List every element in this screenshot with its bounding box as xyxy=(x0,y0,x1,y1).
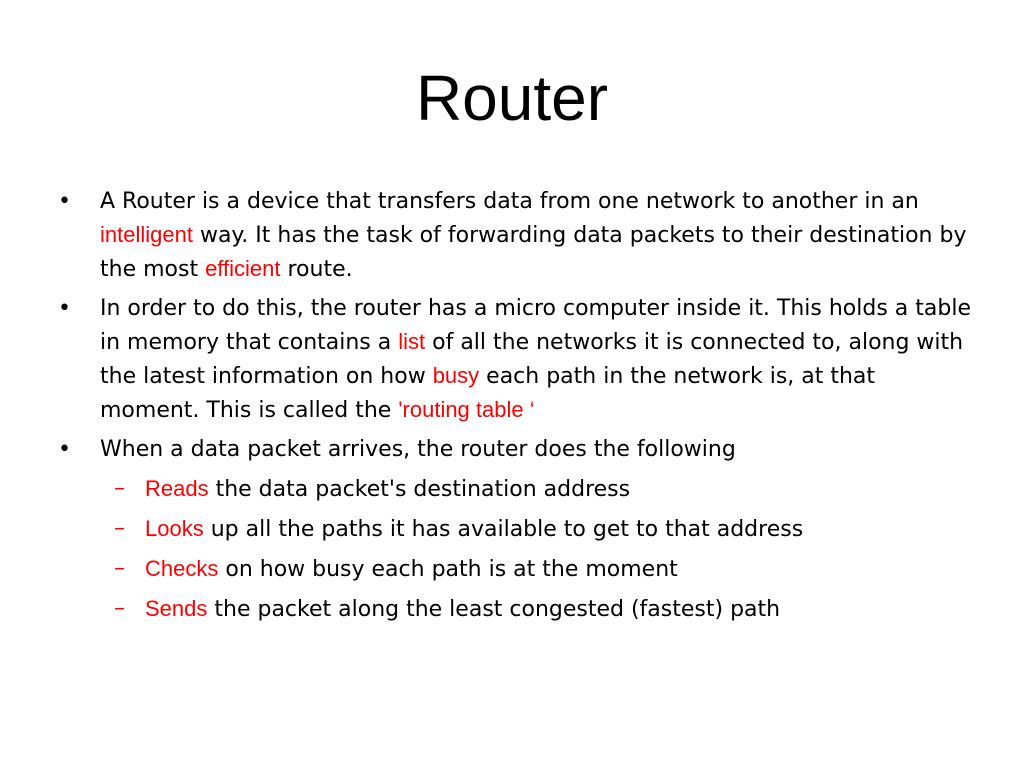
sub-bullet-text: the packet along the least congested (fa… xyxy=(207,597,781,622)
sub-bullet-dash: – xyxy=(114,516,125,541)
highlight-looks: Looks xyxy=(145,516,204,541)
bullet-text: A Router is a device that transfers data… xyxy=(100,189,919,214)
slide-body: • A Router is a device that transfers da… xyxy=(56,185,976,632)
sub-bullet-looks: – Looks up all the paths it has availabl… xyxy=(56,512,976,546)
bullet-router-definition: • A Router is a device that transfers da… xyxy=(56,185,976,286)
highlight-intelligent: intelligent xyxy=(100,222,193,247)
bullet-text: route. xyxy=(280,257,353,282)
sub-bullet-dash: – xyxy=(114,476,125,501)
sub-bullet-dash: – xyxy=(114,596,125,621)
highlight-list: list xyxy=(398,329,426,354)
highlight-sends: Sends xyxy=(145,596,208,621)
bullet-marker: • xyxy=(58,189,71,214)
bullet-routing-table: • In order to do this, the router has a … xyxy=(56,292,976,427)
highlight-routing-table: 'routing table ‘ xyxy=(398,397,535,422)
highlight-efficient: efficient xyxy=(205,256,281,281)
sub-bullet-reads: – Reads the data packet's destination ad… xyxy=(56,472,976,506)
highlight-busy: busy xyxy=(432,363,480,388)
sub-bullet-text: the data packet's destination address xyxy=(208,477,631,502)
bullet-text: of all the networks it is connected to, … xyxy=(100,330,964,389)
sub-bullet-sends: – Sends the packet along the least conge… xyxy=(56,592,976,626)
bullet-marker: • xyxy=(58,437,71,462)
bullet-marker: • xyxy=(58,296,71,321)
slide-title: Router xyxy=(415,62,609,134)
highlight-checks: Checks xyxy=(145,556,219,581)
sub-bullet-text: up all the paths it has available to get… xyxy=(203,517,804,542)
sub-bullet-dash: – xyxy=(114,556,125,581)
bullet-text: When a data packet arrives, the router d… xyxy=(100,437,736,462)
bullet-text: In order to do this, the router has a mi… xyxy=(100,296,971,355)
bullet-text: each path in the network is, at that mom… xyxy=(100,364,876,423)
highlight-reads: Reads xyxy=(145,476,209,501)
sub-bullet-checks: – Checks on how busy each path is at the… xyxy=(56,552,976,586)
bullet-packet-arrives: • When a data packet arrives, the router… xyxy=(56,433,976,466)
bullet-text: way. It has the task of forwarding data … xyxy=(100,223,967,282)
sub-bullet-text: on how busy each path is at the moment xyxy=(218,557,678,582)
